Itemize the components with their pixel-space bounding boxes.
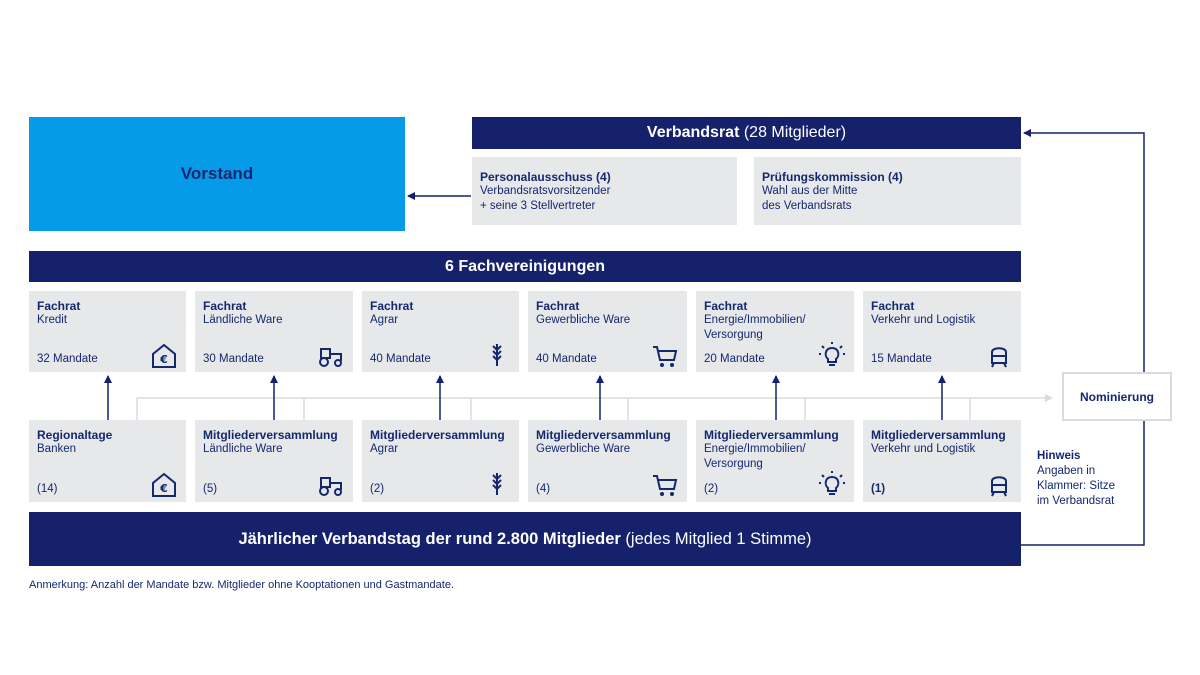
mitgliederversammlung-card-laendliche-ware: Mitgliederversammlung Ländliche Ware (5) [195,420,353,502]
fachrat-subtitle: Versorgung [704,329,763,341]
fachvereinigungen-header: 6 Fachvereinigungen [29,251,1021,282]
cart-icon [653,475,678,496]
fachrat-card-laendliche-ware: Fachrat Ländliche Ware 30 Mandate [195,291,353,372]
fachrat-card-gewerbliche-ware: Fachrat Gewerbliche Ware 40 Mandate [528,291,687,372]
fachrat-card-energie: Fachrat Energie/Immobilien/ Versorgung 2… [696,291,854,372]
versammlung-count: (14) [37,483,58,495]
verbandsrat-members: (28 Mitglieder) [739,124,847,141]
versammlung-count: (1) [871,483,886,495]
hinweis-line: im Verbandsrat [1037,495,1115,507]
fachvereinigungen-title: 6 Fachvereinigungen [444,257,606,275]
mitgliederversammlung-card-energie: Mitgliederversammlung Energie/Immobilien… [696,420,854,502]
pruefungskommission-box: Prüfungskommission (4) Wahl aus der Mitt… [754,157,1021,225]
euro-house-icon: € [152,343,176,368]
vorstand-box: Vorstand [29,117,405,231]
tractor-icon [319,348,342,367]
fachrat-title: Fachrat [370,299,414,313]
versammlung-subtitle: Agrar [370,443,399,455]
fachrat-count: 40 Mandate [536,353,597,365]
verbandstag-title: Jährlicher Verbandstag der rund 2.800 Mi… [238,529,621,548]
fachrat-count: 32 Mandate [37,353,98,365]
svg-text:€: € [159,482,168,495]
versammlung-count: (2) [704,483,719,495]
versammlung-title: Mitgliederversammlung [704,428,839,442]
fachrat-subtitle: Energie/Immobilien/ [704,314,806,326]
versammlung-count: (5) [203,483,218,495]
personalausschuss-line: Verbandsratsvorsitzender [480,185,611,197]
versammlung-subtitle: Gewerbliche Ware [536,443,631,455]
versammlung-subtitle: Ländliche Ware [203,443,283,455]
fachrat-title: Fachrat [704,299,748,313]
verbandsrat-header: Verbandsrat (28 Mitglieder) [472,117,1021,149]
euro-house-icon: € [152,472,176,497]
fachrat-count: 15 Mandate [871,353,932,365]
nominierung-box: Nominierung [1062,372,1172,421]
hinweis-note: Hinweis Angaben in Klammer: Sitze im Ver… [1037,449,1157,509]
fachrat-card-kredit: Fachrat Kredit 32 Mandate € [29,291,186,372]
fachrat-subtitle: Ländliche Ware [203,314,283,326]
hinweis-line: Angaben in [1037,465,1096,477]
personalausschuss-title: Personalausschuss (4) [480,170,611,184]
anmerkung-footnote: Anmerkung: Anzahl der Mandate bzw. Mitgl… [29,579,454,591]
hinweis-title: Hinweis [1037,450,1081,462]
vorstand-label: Vorstand [180,164,254,183]
train-icon [991,347,1007,368]
fachrat-count: 40 Mandate [370,353,431,365]
versammlung-count: (4) [536,483,551,495]
personalausschuss-box: Personalausschuss (4) Verbandsratsvorsit… [472,157,737,225]
fachrat-title: Fachrat [536,299,580,313]
election-arrows [104,375,946,420]
verbandstag-note: (jedes Mitglied 1 Stimme) [620,529,812,548]
personalausschuss-line: + seine 3 Stellvertreter [480,200,596,212]
versammlung-subtitle: Energie/Immobilien/ [704,443,806,455]
mitgliederversammlung-card-agrar: Mitgliederversammlung Agrar (2) [362,420,519,502]
fachrat-subtitle: Agrar [370,314,399,326]
train-icon [991,476,1007,497]
fachrat-subtitle: Kredit [37,314,68,326]
fachrat-title: Fachrat [37,299,81,313]
versammlung-title: Mitgliederversammlung [536,428,671,442]
wheat-icon [492,473,502,495]
hinweis-line: Klammer: Sitze [1037,480,1115,492]
versammlung-title: Mitgliederversammlung [871,428,1006,442]
fachrat-card-verkehr: Fachrat Verkehr und Logistik 15 Mandate [863,291,1021,372]
versammlung-subtitle: Banken [37,443,77,455]
versammlung-subtitle: Versorgung [704,458,763,470]
lightbulb-icon [819,471,845,495]
regionaltage-card: Regionaltage Banken (14) € [29,420,186,502]
mitgliederversammlung-card-gewerbliche-ware: Mitgliederversammlung Gewerbliche Ware (… [528,420,687,502]
pruefungskommission-line: des Verbandsrats [762,200,852,212]
fachrat-subtitle: Gewerbliche Ware [536,314,631,326]
versammlung-title: Regionaltage [37,428,113,442]
fachrat-count: 20 Mandate [704,353,765,365]
tractor-icon [319,477,342,496]
versammlung-subtitle: Verkehr und Logistik [871,443,976,455]
pruefungskommission-title: Prüfungskommission (4) [762,170,903,184]
pruefungskommission-line: Wahl aus der Mitte [762,185,858,197]
fachrat-title: Fachrat [203,299,247,313]
mitgliederversammlung-card-verkehr: Mitgliederversammlung Verkehr und Logist… [863,420,1021,502]
wheat-icon [492,344,502,366]
versammlung-count: (2) [370,483,385,495]
fachrat-count: 30 Mandate [203,353,264,365]
fachrat-subtitle: Verkehr und Logistik [871,314,976,326]
cart-icon [653,346,678,367]
fachrat-title: Fachrat [871,299,915,313]
lightbulb-icon [819,342,845,366]
verbandstag-box: Jährlicher Verbandstag der rund 2.800 Mi… [29,512,1021,566]
nomination-connector [136,394,1053,420]
svg-text:€: € [159,353,168,366]
fachrat-card-agrar: Fachrat Agrar 40 Mandate [362,291,519,372]
versammlung-title: Mitgliederversammlung [203,428,338,442]
nominierung-label: Nominierung [1080,389,1154,404]
versammlung-title: Mitgliederversammlung [370,428,505,442]
verbandsrat-title: Verbandsrat [646,124,740,141]
